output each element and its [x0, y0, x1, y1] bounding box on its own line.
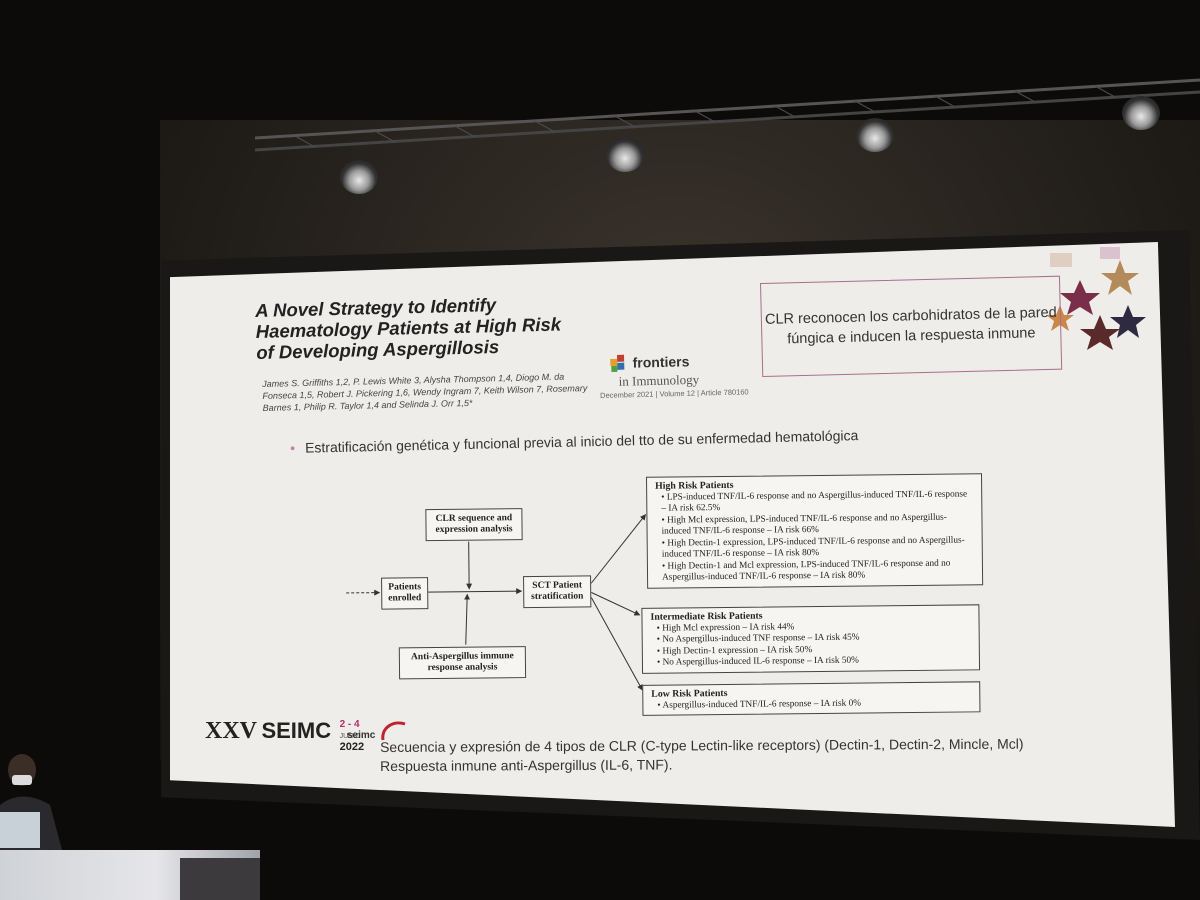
bullet-icon: • — [290, 440, 295, 456]
slide-title: A Novel Strategy to Identify Haematology… — [255, 293, 562, 363]
risk-item-text: LPS-induced TNF/IL-6 response and no Asp… — [661, 489, 967, 514]
footer-line: Respuesta inmune anti-Aspergillus (IL-6,… — [380, 754, 1024, 776]
journal-logo: frontiers in Immunology — [610, 353, 699, 391]
congress-name: SEIMC — [261, 718, 331, 743]
lighting-truss — [255, 60, 1200, 155]
risk-item-text: No Aspergillus-induced IL-6 response – I… — [662, 656, 858, 668]
risk-item-text: Aspergillus-induced TNF/IL-6 response – … — [662, 698, 861, 710]
congress-roman: XXV — [205, 718, 257, 744]
risk-item-text: High Dectin-1 and Mcl expression, LPS-in… — [662, 558, 950, 583]
seimc-logo-text: seimc — [347, 730, 375, 741]
stage-light — [856, 118, 894, 152]
risk-item-text: High Mcl expression – IA risk 44% — [662, 622, 794, 633]
frontiers-logo-icon — [610, 355, 628, 373]
list-item: • High Dectin-1 expression, LPS-induced … — [656, 535, 974, 561]
list-item: • High Mcl expression, LPS-induced TNF/I… — [655, 512, 973, 538]
stage-light — [340, 160, 378, 194]
low-risk-box: Low Risk Patients • Aspergillus-induced … — [642, 681, 980, 716]
risk-item-text: High Dectin-1 expression, LPS-induced TN… — [662, 535, 965, 560]
stratification-diagram: CLR sequence and expression analysis Pat… — [340, 471, 983, 733]
risk-item-text: High Dectin-1 expression – IA risk 50% — [662, 645, 812, 657]
list-item: • Aspergillus-induced TNF/IL-6 response … — [651, 697, 971, 712]
sct-stratification-label: SCT Patient stratification — [524, 580, 590, 603]
congress-dates: 2 - 4 — [340, 719, 360, 730]
high-risk-box: High Risk Patients • LPS-induced TNF/IL-… — [646, 473, 983, 588]
congress-year: 2022 — [340, 741, 364, 753]
anti-aspergillus-box: Anti-Aspergillus immune response analysi… — [399, 646, 526, 679]
journal-subname: in Immunology — [618, 372, 699, 389]
list-item: • High Dectin-1 and Mcl expression, LPS-… — [656, 558, 974, 584]
stage-light — [606, 138, 644, 172]
laptop — [0, 812, 40, 848]
sct-stratification-box: SCT Patient stratification — [523, 575, 591, 608]
anti-aspergillus-label: Anti-Aspergillus immune response analysi… — [400, 651, 525, 674]
patients-enrolled-label: Patients enrolled — [382, 582, 427, 604]
slide-footer-text: Secuencia y expresión de 4 tipos de CLR … — [380, 735, 1024, 776]
risk-item-text: No Aspergillus-induced TNF response – IA… — [662, 633, 859, 645]
desk-panel — [180, 858, 260, 900]
patients-enrolled-box: Patients enrolled — [381, 577, 428, 609]
stage-light — [1122, 96, 1160, 130]
list-item: • LPS-induced TNF/IL-6 response and no A… — [655, 489, 973, 515]
callout-box: CLR reconocen los carbohidratos de la pa… — [760, 276, 1062, 377]
risk-item-text: High Mcl expression, LPS-induced TNF/IL-… — [662, 512, 947, 536]
footer-line: Secuencia y expresión de 4 tipos de CLR … — [380, 735, 1024, 757]
clr-analysis-label: CLR sequence and expression analysis — [426, 513, 521, 536]
journal-name: frontiers — [632, 353, 689, 370]
callout-text: CLR reconocen los carbohidratos de la pa… — [762, 303, 1061, 350]
clr-analysis-box: CLR sequence and expression analysis — [425, 508, 522, 541]
list-item: • No Aspergillus-induced IL-6 response –… — [651, 654, 971, 669]
intermediate-risk-box: Intermediate Risk Patients • High Mcl ex… — [641, 604, 980, 673]
